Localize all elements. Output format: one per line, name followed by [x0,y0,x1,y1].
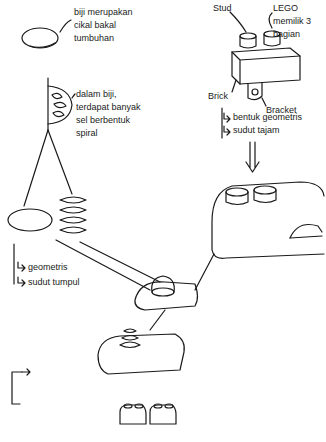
cone-brick [135,282,198,310]
seed-half [48,86,72,124]
ellipse-shape [8,209,52,231]
bracket-part [248,83,262,100]
leader-line [60,20,71,32]
spiral-cells [52,93,66,116]
bracket [12,372,22,404]
spiral-brick [98,334,184,374]
note-text: Stud [213,2,232,15]
stud-top [254,186,276,194]
note-text: Brick [208,90,228,103]
connector-line [150,310,165,330]
leader-line [269,13,272,28]
note-text: biji merupakan cikal bakal tumbuhan [74,6,142,45]
double-arrow [246,142,259,172]
arrow [22,369,30,375]
leader-line [262,98,266,106]
cone-base [152,288,174,296]
dome-base [290,236,322,238]
small-brick [150,405,176,424]
stud-top [154,404,162,408]
lego-brick [232,48,300,84]
hook-arrow [224,113,230,122]
bracket-line [13,244,14,284]
note-text: sudut tumpul [28,276,80,289]
stud [254,190,276,203]
half-dome [290,225,322,239]
spring-shape [60,197,86,233]
stud-top [226,188,248,196]
note-text: sudut tajam [233,124,280,137]
leader-line [230,12,246,32]
spiral-shape [120,329,140,348]
stud-top [240,33,256,39]
small-brick [120,405,146,424]
hook-arrow [224,126,230,135]
note-text: bentuk geometris [233,111,302,124]
connector-line [195,254,214,290]
branch-line [24,130,48,206]
seed [22,28,58,48]
hook-arrow [18,277,25,286]
bracket-line [221,108,222,138]
leader-line [72,94,75,98]
leader-line [232,80,236,92]
seed-shade [30,43,55,47]
note-text: geometris [28,261,68,274]
stud-top [165,404,173,408]
connector-line [80,242,160,282]
brick-edge [232,52,300,84]
stud-top [124,404,132,408]
big-brick [212,182,324,258]
note-text: LEGO memilik 3 bagian [273,2,323,41]
branch-line [48,130,72,194]
bracket-hole [252,89,258,95]
hook-arrow [18,262,25,271]
stud-top [135,404,143,408]
note-text: dalam biji, terdapat banyak sel berbentu… [76,88,146,140]
stud [226,192,248,205]
